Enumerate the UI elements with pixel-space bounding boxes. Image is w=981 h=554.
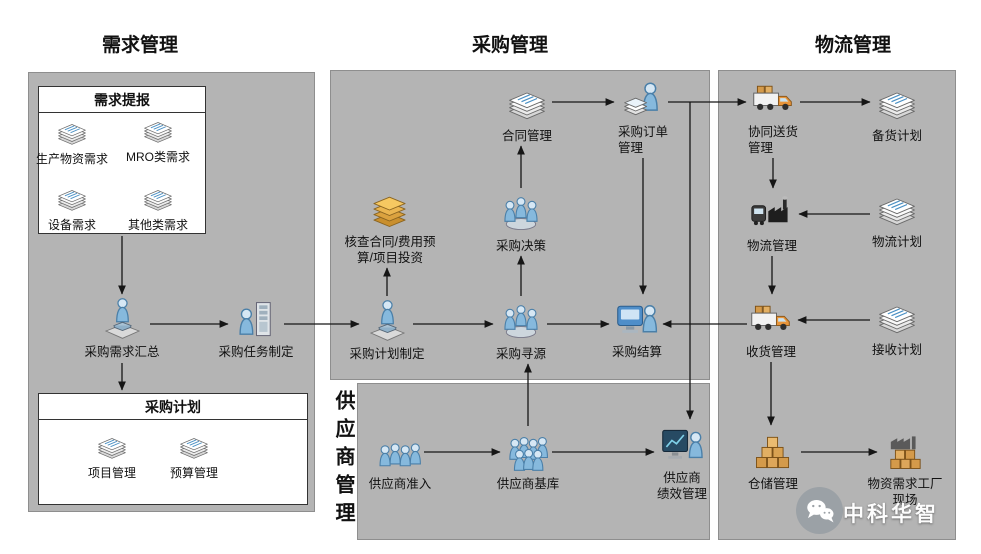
node-other-demand: 其他类需求 xyxy=(128,182,188,234)
person-monitor-icon xyxy=(660,424,704,468)
node-settlement: 采购结算 xyxy=(612,298,662,360)
node-warehouse-mgmt: 仓储管理 xyxy=(748,430,798,492)
node-logistics-mgmt: 物流管理 xyxy=(747,192,797,254)
node-label: 核查合同/费用预 算/项目投资 xyxy=(344,235,436,266)
node-label: 协同送货 管理 xyxy=(747,125,799,156)
document-stack-icon xyxy=(875,296,919,340)
purchase-plan-box-title: 采购计划 xyxy=(39,394,307,420)
node-label: 采购订单 管理 xyxy=(617,125,669,156)
node-label: 物流计划 xyxy=(871,235,923,249)
node-label: 采购寻源 xyxy=(495,347,547,361)
people-meeting-icon xyxy=(499,192,543,236)
node-label: 供应商 绩效管理 xyxy=(656,471,708,502)
demand-submission-box: 需求提报 xyxy=(38,86,206,234)
document-stack-icon xyxy=(875,188,919,232)
node-label: 合同管理 xyxy=(501,129,553,143)
node-production-demand: 生产物资需求 xyxy=(36,116,108,168)
node-sourcing: 采购寻源 xyxy=(496,300,546,362)
node-demand-summary: 采购需求汇总 xyxy=(84,298,160,360)
section-title-procurement: 采购管理 xyxy=(471,35,549,56)
node-delivery-mgmt: 协同送货 管理 xyxy=(748,78,798,157)
node-decision: 采购决策 xyxy=(496,192,546,254)
node-supplier-base: 供应商基库 xyxy=(496,430,560,492)
node-label: 预算管理 xyxy=(169,466,219,480)
document-stack-icon xyxy=(139,182,177,216)
node-label: MRO类需求 xyxy=(126,150,190,164)
demand-submission-box-title: 需求提报 xyxy=(39,87,205,113)
node-project-mgmt: 项目管理 xyxy=(88,430,136,482)
node-label: 物流管理 xyxy=(746,239,798,253)
delivery-truck-icon xyxy=(749,298,793,342)
person-server-icon xyxy=(234,298,278,342)
node-mro-demand: MRO类需求 xyxy=(126,114,190,166)
watermark-brand: 中科华智 xyxy=(843,503,939,526)
node-label: 采购需求汇总 xyxy=(84,345,160,359)
document-stack-icon xyxy=(875,82,919,126)
node-factory-site: 物资需求工厂 现场 xyxy=(867,430,943,509)
node-receiving-plan: 接收计划 xyxy=(872,296,922,358)
node-po-mgmt: 采购订单 管理 xyxy=(618,78,668,157)
folder-stack-icon xyxy=(368,188,412,232)
node-label: 其他类需求 xyxy=(127,218,189,232)
factory-boxes-icon xyxy=(883,430,927,474)
node-label: 仓储管理 xyxy=(747,477,799,491)
document-stack-icon xyxy=(53,182,91,216)
node-budget-mgmt: 预算管理 xyxy=(170,430,218,482)
people-row-icon xyxy=(378,430,422,474)
node-contract-mgmt: 合同管理 xyxy=(502,82,552,144)
node-label: 备货计划 xyxy=(871,129,923,143)
node-receiving-mgmt: 收货管理 xyxy=(746,298,796,360)
node-task-formulation: 采购任务制定 xyxy=(218,298,294,360)
person-terminal-icon xyxy=(615,298,659,342)
document-stack-icon xyxy=(505,82,549,126)
node-label: 采购决策 xyxy=(495,239,547,253)
person-documents-icon xyxy=(621,78,665,122)
node-label: 供应商基库 xyxy=(496,477,560,491)
node-verify-budget: 核查合同/费用预 算/项目投资 xyxy=(344,188,436,267)
node-label: 收货管理 xyxy=(745,345,797,359)
node-supplier-perf: 供应商 绩效管理 xyxy=(657,424,707,503)
node-label: 物资需求工厂 现场 xyxy=(867,477,943,508)
section-title-demand: 需求管理 xyxy=(101,35,179,56)
document-stack-icon xyxy=(53,116,91,150)
node-plan-formulation: 采购计划制定 xyxy=(349,300,425,362)
person-laptop-icon xyxy=(100,298,144,342)
node-stock-plan: 备货计划 xyxy=(872,82,922,144)
purchase-plan-box: 采购计划 xyxy=(38,393,308,505)
node-label: 采购结算 xyxy=(611,345,663,359)
document-stack-icon xyxy=(93,430,131,464)
watermark-logo xyxy=(796,487,843,534)
node-logistics-plan: 物流计划 xyxy=(872,188,922,250)
section-title-supplier: 供应商管理 xyxy=(332,390,354,530)
node-label: 供应商准入 xyxy=(368,477,432,491)
wechat-chat-icon xyxy=(803,494,837,528)
node-label: 设备需求 xyxy=(47,218,97,232)
node-equipment-demand: 设备需求 xyxy=(48,182,96,234)
people-crowd-icon xyxy=(506,430,550,474)
section-title-logistics: 物流管理 xyxy=(814,35,892,56)
boxes-pyramid-icon xyxy=(751,430,795,474)
document-stack-icon xyxy=(175,430,213,464)
node-label: 采购计划制定 xyxy=(349,347,425,361)
person-laptop-icon xyxy=(365,300,409,344)
people-meeting-icon xyxy=(499,300,543,344)
document-stack-icon xyxy=(139,114,177,148)
delivery-truck-icon xyxy=(751,78,795,122)
node-supplier-access: 供应商准入 xyxy=(368,430,432,492)
node-label: 项目管理 xyxy=(87,466,137,480)
node-label: 采购任务制定 xyxy=(218,345,294,359)
truck-factory-icon xyxy=(750,192,794,236)
node-label: 接收计划 xyxy=(871,343,923,357)
node-label: 生产物资需求 xyxy=(35,152,109,166)
